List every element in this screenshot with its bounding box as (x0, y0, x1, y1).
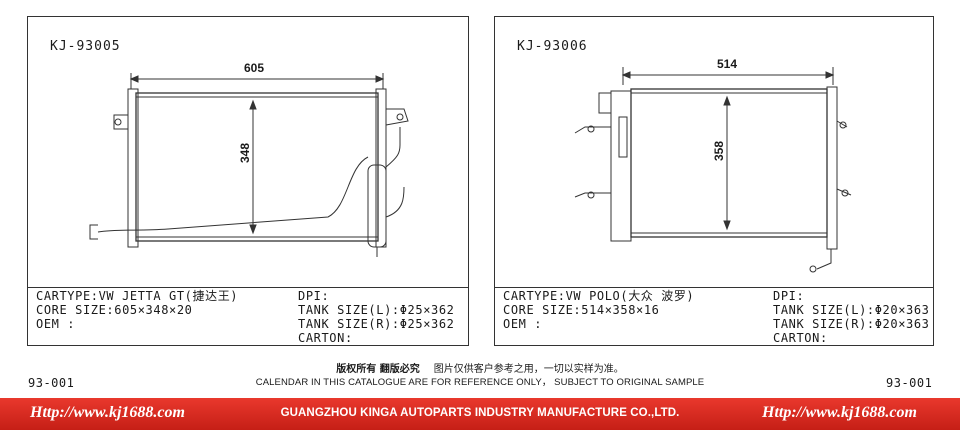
spec-divider (495, 287, 933, 288)
page-number-left: 93-001 (28, 376, 75, 390)
condenser-drawing: 514 358 (574, 57, 852, 273)
condenser-drawing: 605 348 (89, 61, 409, 257)
oem: OEM : (503, 317, 543, 331)
website-link-left[interactable]: Http://www.kj1688.com (30, 404, 185, 421)
reference-notice-cn: 图片仅供客户参考之用，一切以实样为准。 (433, 364, 624, 375)
footer-banner: Http://www.kj1688.com GUANGZHOU KINGA AU… (0, 398, 960, 430)
company-name: GUANGZHOU KINGA AUTOPARTS INDUSTRY MANUF… (280, 407, 680, 419)
cartype: CARTYPE:VW JETTA GT(捷达王) (36, 289, 239, 303)
dpi: DPI: (298, 289, 330, 303)
spec-divider (28, 287, 468, 288)
width-dimension: 605 (244, 61, 264, 75)
dpi: DPI: (773, 289, 805, 303)
oem: OEM : (36, 317, 76, 331)
copyright-notice: 版权所有 翻版必究 (336, 364, 420, 375)
height-dimension: 348 (238, 143, 252, 163)
core-size: CORE SIZE:605×348×20 (36, 303, 193, 317)
height-dimension: 358 (712, 141, 726, 161)
website-link-right[interactable]: Http://www.kj1688.com (762, 404, 917, 421)
product-code: KJ-93005 (50, 39, 121, 54)
tank-size-right: TANK SIZE(R):Φ20×363 (773, 317, 930, 331)
carton: CARTON: (298, 331, 353, 345)
tank-size-right: TANK SIZE(R):Φ25×362 (298, 317, 455, 331)
tank-size-left: TANK SIZE(L):Φ20×363 (773, 303, 930, 317)
core-size: CORE SIZE:514×358×16 (503, 303, 660, 317)
tank-size-left: TANK SIZE(L):Φ25×362 (298, 303, 455, 317)
product-panel-left: KJ-93005 (27, 16, 469, 346)
notice-chinese: 版权所有 翻版必究 图片仅供客户参考之用，一切以实样为准。 (0, 360, 960, 375)
carton: CARTON: (773, 331, 828, 345)
width-dimension: 514 (717, 57, 737, 71)
reference-notice-en: CALENDAR IN THIS CATALOGUE ARE FOR REFER… (255, 377, 705, 388)
cartype: CARTYPE:VW POLO(大众 波罗) (503, 289, 695, 303)
product-panel-right: KJ-93006 514 358 CARTYPE:V (494, 16, 934, 346)
product-code: KJ-93006 (517, 39, 588, 54)
page-number-right: 93-001 (886, 376, 933, 390)
